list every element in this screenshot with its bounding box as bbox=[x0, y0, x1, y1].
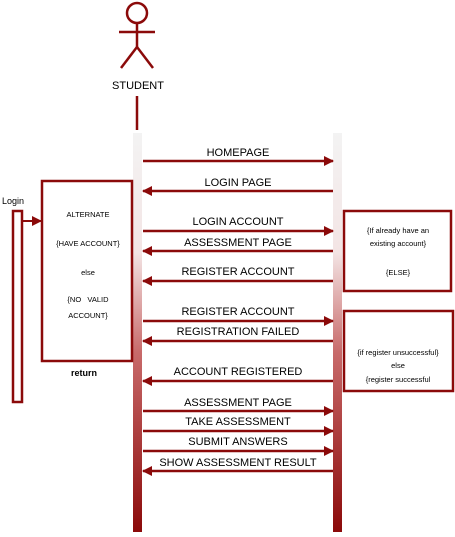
note2-line-3: {register successful bbox=[366, 375, 431, 384]
note1-line-2: existing account} bbox=[370, 239, 427, 248]
system-lifeline bbox=[333, 133, 342, 532]
message-label: REGISTER ACCOUNT bbox=[181, 266, 294, 278]
alt-line-5: ACCOUNT} bbox=[68, 311, 108, 320]
note1-line-1: {If already have an bbox=[367, 226, 429, 235]
message-label: ASSESSMENT PAGE bbox=[184, 237, 292, 249]
messages: HOMEPAGE LOGIN PAGE LOGIN ACCOUNT ASSESSMEN… bbox=[142, 147, 334, 476]
message-label: REGISTER ACCOUNT bbox=[181, 306, 294, 318]
actor-head bbox=[125, 1, 149, 25]
return-label: return bbox=[71, 368, 97, 378]
message-label: SUBMIT ANSWERS bbox=[188, 436, 287, 448]
alternate-box bbox=[40, 179, 134, 363]
actor-right-leg bbox=[136, 46, 154, 69]
alt-line-1: ALTERNATE bbox=[66, 210, 109, 219]
alt-line-3: else bbox=[81, 268, 95, 277]
note-box-1 bbox=[342, 209, 453, 293]
student-lifeline bbox=[133, 133, 142, 532]
student-actor: STUDENT bbox=[112, 1, 164, 130]
message-label: LOGIN ACCOUNT bbox=[192, 216, 283, 228]
note-box-2 bbox=[342, 309, 455, 393]
message-label: ASSESSMENT PAGE bbox=[184, 397, 292, 409]
message-label: TAKE ASSESSMENT bbox=[185, 416, 291, 428]
message-label: HOMEPAGE bbox=[207, 147, 270, 159]
login-activation-bar bbox=[11, 209, 24, 404]
login-label: Login bbox=[2, 196, 24, 206]
actor-left-leg bbox=[120, 46, 138, 69]
note1-line-3: {ELSE} bbox=[386, 268, 411, 277]
message-label: SHOW ASSESSMENT RESULT bbox=[159, 457, 317, 469]
message-label: LOGIN PAGE bbox=[204, 177, 271, 189]
message-label: REGISTRATION FAILED bbox=[177, 326, 300, 338]
alt-line-4: {NO VALID bbox=[67, 295, 109, 304]
note2-line-2: else bbox=[391, 361, 405, 370]
message-label: ACCOUNT REGISTERED bbox=[174, 366, 303, 378]
note2-line-1: {if register unsuccessful} bbox=[357, 348, 439, 357]
actor-name: STUDENT bbox=[112, 80, 164, 92]
alt-line-2: {HAVE ACCOUNT} bbox=[56, 239, 120, 248]
